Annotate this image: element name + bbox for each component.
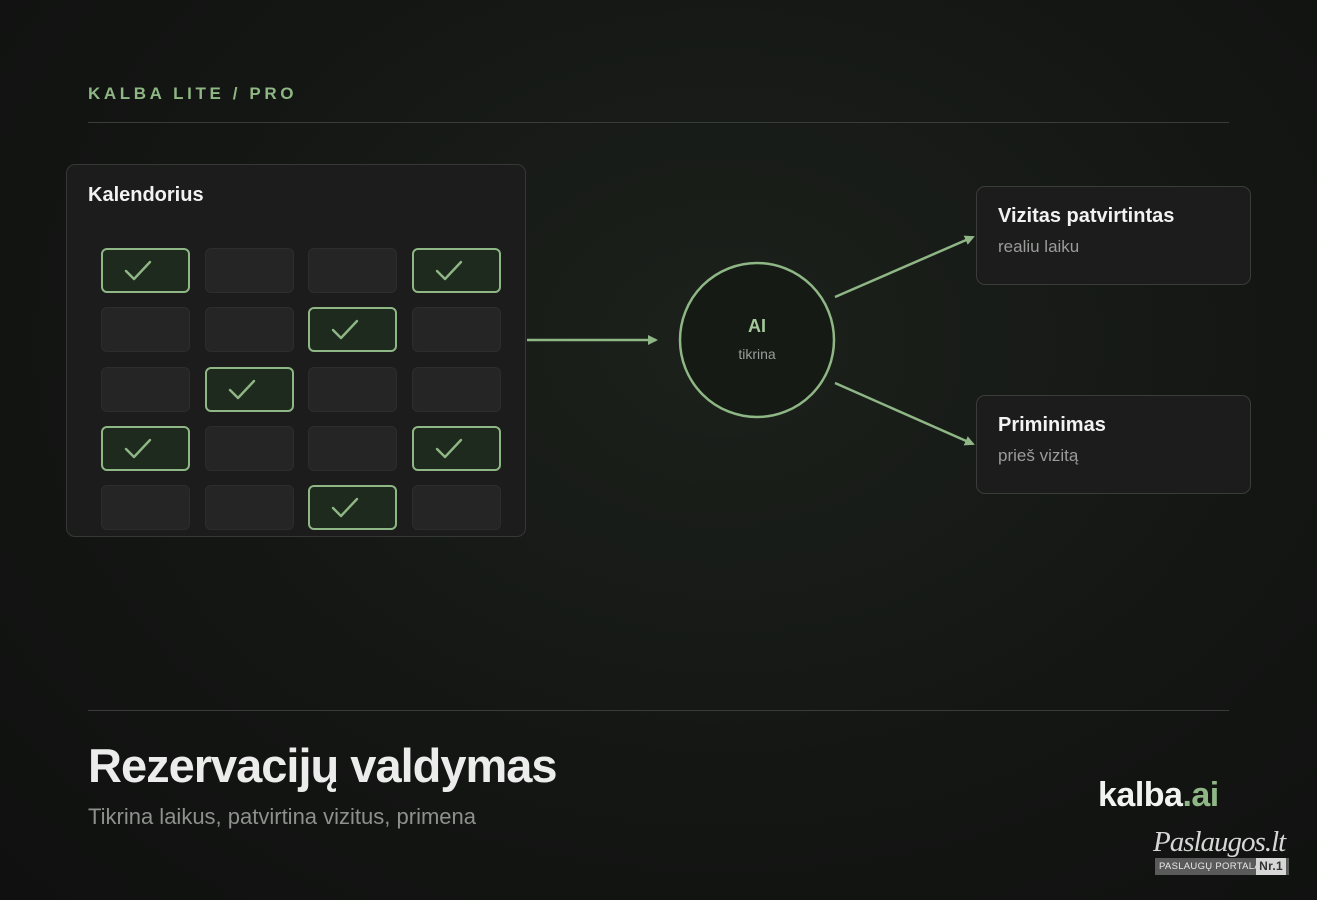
- reminder-title: Priminimas: [998, 414, 1106, 436]
- portal-rank: Nr.1: [1256, 858, 1286, 875]
- calendar-slot-booked: [411, 425, 501, 471]
- eyebrow-label: KALBA LITE / PRO: [88, 84, 298, 103]
- reminder-subtitle: prieš vizitą: [998, 446, 1079, 465]
- calendar-slot-empty: [204, 307, 294, 353]
- check-icon: [331, 497, 359, 518]
- calendar-title: Kalendorius: [88, 184, 204, 206]
- calendar-slot-empty: [101, 485, 190, 531]
- ai-node: [678, 261, 836, 419]
- bottom-divider: [88, 710, 1229, 711]
- check-icon: [331, 320, 359, 340]
- calendar-slot-empty: [204, 425, 294, 471]
- ai-node-sublabel: tikrina: [738, 346, 776, 362]
- check-icon: [435, 260, 462, 281]
- reminder-card: Priminimas prieš vizitą: [976, 395, 1251, 494]
- calendar-slot-empty: [101, 307, 190, 353]
- check-icon: [124, 438, 152, 459]
- calendar-slot-empty: [308, 248, 397, 293]
- top-divider: [88, 122, 1229, 123]
- check-icon: [124, 260, 152, 281]
- calendar-slot-empty: [308, 366, 397, 412]
- brand-accent: .ai: [1182, 776, 1219, 814]
- calendar-slot-empty: [308, 425, 397, 471]
- calendar-slot-booked: [308, 307, 397, 353]
- calendar-slot-empty: [411, 307, 501, 353]
- page-title: Rezervacijų valdymas: [88, 739, 558, 792]
- portal-tagline: PASLAUGŲ PORTALAS: [1159, 861, 1268, 872]
- confirmed-title: Vizitas patvirtintas: [998, 205, 1175, 227]
- brand-main: kalba: [1098, 776, 1183, 814]
- portal-strip: PASLAUGŲ PORTALAS Nr.1: [1155, 858, 1289, 875]
- calendar-slot-booked: [411, 248, 501, 293]
- calendar-slot-empty: [411, 366, 501, 412]
- arrow-ai-to-reminder: [834, 381, 975, 446]
- calendar-slot-empty: [204, 485, 294, 531]
- portal-logo: Paslaugos.lt PASLAUGŲ PORTALAS Nr.1: [1153, 826, 1293, 878]
- brand-logo: kalba.ai: [1098, 776, 1219, 815]
- calendar-slot-booked: [101, 248, 190, 293]
- check-icon: [228, 379, 255, 399]
- calendar-slot-booked: [101, 425, 190, 471]
- calendar-panel: Kalendorius: [66, 164, 526, 537]
- calendar-slot-empty: [204, 248, 294, 293]
- calendar-slot-booked: [308, 485, 397, 531]
- portal-name: Paslaugos.lt: [1153, 826, 1286, 858]
- calendar-slot-booked: [204, 366, 294, 412]
- confirmed-subtitle: realiu laiku: [998, 237, 1080, 256]
- check-icon: [435, 438, 462, 459]
- calendar-slot-empty: [411, 485, 501, 531]
- arrow-ai-to-confirmed: [834, 235, 975, 299]
- ai-node-label: AI: [748, 316, 766, 336]
- confirmed-card: Vizitas patvirtintas realiu laiku: [976, 186, 1251, 285]
- page-subtitle: Tikrina laikus, patvirtina vizitus, prim…: [88, 804, 476, 829]
- calendar-slot-empty: [101, 366, 190, 412]
